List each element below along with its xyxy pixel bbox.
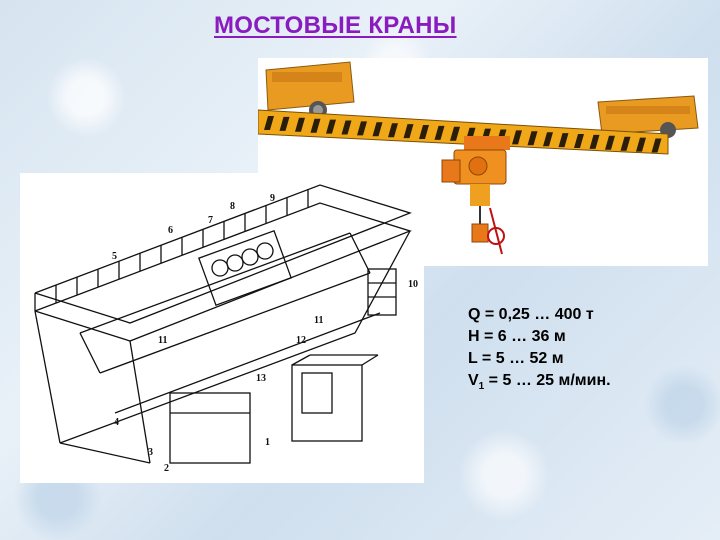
spec-speed-subscript: 1 [478, 381, 485, 393]
callout-1: 1 [265, 437, 270, 448]
girder-stripe [326, 119, 336, 134]
girder-stripe [295, 117, 305, 132]
spec-lift-height: H = 6 … 36 м [468, 328, 566, 345]
hoist-trolley [441, 136, 510, 255]
callout-11b: 11 [314, 315, 323, 326]
crane-photo-image [257, 61, 699, 255]
spec-speed-value: = 5 … 25 м/мин. [484, 372, 611, 389]
girder-stripe [543, 132, 553, 147]
girder-stripe [264, 116, 274, 130]
callout-11a: 11 [158, 335, 167, 346]
spec-capacity: Q = 0,25 … 400 т [468, 306, 594, 323]
crane-schematic-image: 1 2 3 4 5 6 7 8 9 10 11 11 12 13 [34, 184, 418, 474]
spec-span: L = 5 … 52 м [468, 350, 564, 367]
girder-stripe [512, 130, 522, 145]
girder-stripe [620, 136, 631, 151]
girder-stripe [388, 123, 398, 138]
girder-stripe [636, 137, 646, 152]
callout-8: 8 [230, 201, 235, 212]
girder-stripe [574, 134, 584, 148]
bridge-girder [257, 109, 669, 155]
slide-title: МОСТОВЫЕ КРАНЫ [214, 12, 457, 39]
callout-3: 3 [148, 447, 153, 458]
callout-9: 9 [270, 193, 275, 204]
girder-stripe [341, 120, 352, 135]
callout-2: 2 [164, 463, 169, 474]
spec-speed: V1 = 5 … 25 м/мин. [468, 370, 611, 398]
crane-specifications: Q = 0,25 … 400 т H = 6 … 36 м L = 5 … 52… [468, 304, 611, 398]
spec-speed-symbol: V [468, 372, 479, 389]
callout-4: 4 [114, 417, 119, 428]
girder-stripe [279, 116, 290, 131]
callout-6: 6 [168, 225, 173, 236]
left-end-carriage [265, 61, 355, 119]
girder-stripe [403, 124, 414, 139]
girder-stripe [310, 118, 321, 133]
girder-stripe [558, 133, 569, 148]
callout-12: 12 [296, 335, 306, 346]
girder-stripe [450, 126, 460, 141]
girder-stripe [605, 135, 615, 150]
girder-stripe [651, 138, 662, 153]
callout-7: 7 [208, 215, 213, 226]
callout-13: 13 [256, 373, 266, 384]
girder-stripe [589, 134, 600, 149]
girder-stripe [357, 121, 367, 136]
girder-stripe [419, 125, 429, 139]
girder-stripe [372, 122, 383, 137]
crane-schematic: 1 2 3 4 5 6 7 8 9 10 11 11 12 13 [20, 173, 424, 483]
callout-10: 10 [408, 279, 418, 290]
girder-stripe [434, 125, 445, 140]
girder-stripe [527, 131, 538, 146]
callout-5: 5 [112, 251, 117, 262]
